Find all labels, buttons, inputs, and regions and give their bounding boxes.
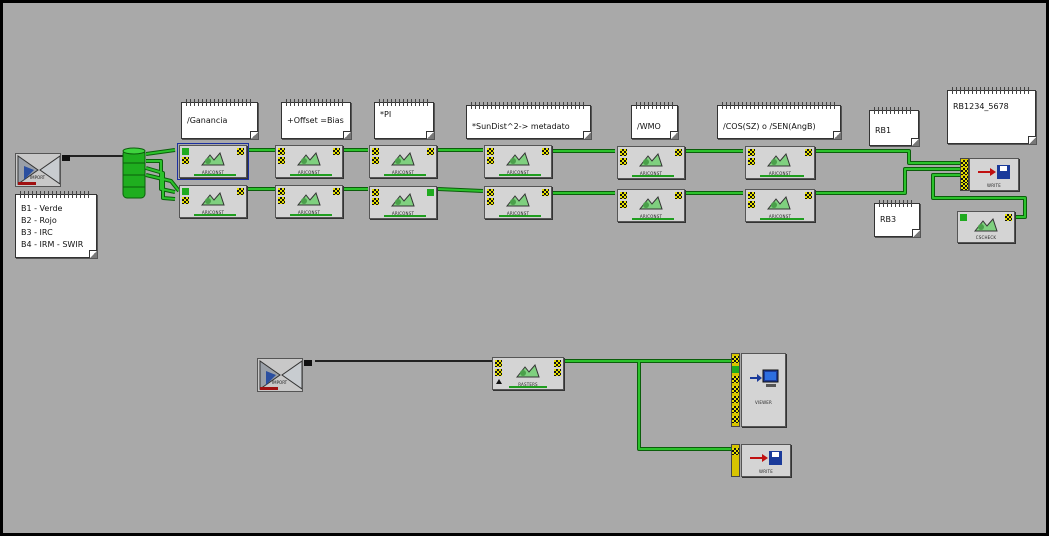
ariconst-icon [638, 196, 663, 210]
note-pi-text: *PI [380, 110, 392, 119]
save-disk-icon [978, 165, 1010, 179]
import-icon [17, 155, 61, 185]
module-label: ARICONST [297, 210, 321, 215]
viewer-input-ports[interactable] [731, 353, 740, 427]
output-port[interactable] [62, 155, 70, 161]
ariconst-module-r1-c4[interactable]: ARICONST [484, 145, 552, 178]
rasters-module[interactable]: RASTERS [492, 357, 564, 390]
note-offset-bias[interactable]: +Offset =Bias [281, 99, 351, 139]
ariconst-icon [766, 196, 791, 210]
output-port[interactable] [304, 360, 312, 366]
ariconst-module-r2-c3[interactable]: ARICONST [369, 186, 437, 219]
module-label: ARICONST [297, 170, 321, 175]
note-wmo[interactable]: /WMO [631, 102, 678, 139]
save-disk-icon [750, 451, 782, 465]
write-module-top[interactable]: WRITE [969, 158, 1019, 191]
module-label: ARICONST [391, 211, 415, 216]
ariconst-module-r2-c5[interactable]: ARICONST [617, 189, 685, 222]
note-offset-bias-text: +Offset =Bias [287, 116, 344, 125]
note-bands[interactable]: B1 - Verde B2 - Rojo B3 - IRC B4 - IRM - SW… [15, 191, 97, 258]
module-label: WRITE [987, 183, 1001, 188]
module-label: ARICONST [201, 210, 225, 215]
ariconst-module-r1-c6[interactable]: ARICONST [745, 146, 815, 179]
import-icon [259, 360, 303, 390]
module-label: RASTERS [518, 382, 538, 387]
module-label: VIEWER [755, 400, 772, 405]
band-1-label: B1 - Verde [21, 204, 63, 213]
ariconst-icon [200, 192, 225, 206]
rasters-icon [515, 364, 540, 378]
ariconst-icon [390, 193, 415, 207]
note-rb3[interactable]: RB3 [874, 200, 920, 237]
note-pi[interactable]: *PI [374, 99, 434, 139]
module-label: ARICONST [639, 171, 663, 176]
write-input-ports[interactable] [960, 158, 969, 191]
ariconst-module-r1-c3[interactable]: ARICONST [369, 145, 437, 178]
write-module-bottom[interactable]: WRITE [741, 444, 791, 477]
module-label: ARICONST [506, 170, 530, 175]
ariconst-module-r1-c5[interactable]: ARICONST [617, 146, 685, 179]
ariconst-icon [296, 152, 321, 166]
input-file-top[interactable]: IMPORT [15, 153, 70, 187]
module-label: ARICONST [768, 214, 792, 219]
triangle-icon [496, 379, 502, 384]
note-ganancia[interactable]: /Ganancia [181, 99, 258, 139]
import-label: IMPORT [272, 380, 288, 385]
cscheck-module[interactable]: CSCHECK [957, 211, 1015, 243]
note-cos[interactable]: /COS(SZ) o /SEN(AngB) [717, 102, 841, 139]
note-rb1-text: RB1 [875, 126, 892, 135]
module-label: ARICONST [639, 214, 663, 219]
ariconst-icon [390, 152, 415, 166]
ariconst-module-r2-c2[interactable]: ARICONST [275, 185, 343, 218]
ariconst-icon [505, 193, 530, 207]
ariconst-module-r1-c1[interactable]: ARICONST [177, 143, 249, 180]
note-wmo-text: /WMO [637, 122, 661, 131]
note-rb1234[interactable]: RB1234_5678 [947, 87, 1036, 144]
note-cos-text: /COS(SZ) o /SEN(AngB) [723, 122, 816, 131]
ariconst-module-r2-c1[interactable]: ARICONST [179, 185, 247, 218]
note-sundist[interactable]: *SunDist^2-> metadato [466, 102, 591, 139]
ariconst-icon [638, 153, 663, 167]
band-2-label: B2 - Rojo [21, 216, 57, 225]
write-bottom-input-ports[interactable] [731, 444, 740, 477]
band-4-label: B4 - IRM - SWIR [21, 240, 84, 249]
module-label: ARICONST [391, 170, 415, 175]
note-rb1[interactable]: RB1 [869, 107, 919, 146]
input-file-bottom[interactable]: IMPORT [257, 358, 312, 392]
ariconst-icon [505, 152, 530, 166]
note-sundist-text: *SunDist^2-> metadato [472, 122, 570, 131]
ariconst-module-r1-c2[interactable]: ARICONST [275, 145, 343, 178]
import-label: IMPORT [30, 175, 46, 180]
model-canvas[interactable]: B1 - Verde B2 - Rojo B3 - IRC B4 - IRM - SW… [3, 3, 1046, 533]
module-label: ARICONST [768, 171, 792, 176]
module-label: CSCHECK [975, 235, 997, 240]
viewer-module[interactable]: VIEWER [741, 353, 786, 427]
module-label: WRITE [759, 469, 773, 474]
module-label: ARICONST [506, 211, 530, 216]
ariconst-icon [200, 152, 225, 166]
ariconst-module-r2-c4[interactable]: ARICONST [484, 186, 552, 219]
layer-stack-icon [122, 147, 146, 199]
ariconst-icon [296, 192, 321, 206]
note-rb1234-text: RB1234_5678 [953, 102, 1009, 111]
module-label: ARICONST [201, 170, 225, 175]
note-rb3-text: RB3 [880, 215, 897, 224]
cscheck-icon [973, 218, 998, 232]
monitor-icon [750, 369, 779, 387]
ariconst-icon [766, 153, 791, 167]
band-3-label: B3 - IRC [21, 228, 53, 237]
connection-wires [65, 147, 1027, 451]
ariconst-module-r2-c6[interactable]: ARICONST [745, 189, 815, 222]
note-ganancia-text: /Ganancia [187, 116, 228, 125]
